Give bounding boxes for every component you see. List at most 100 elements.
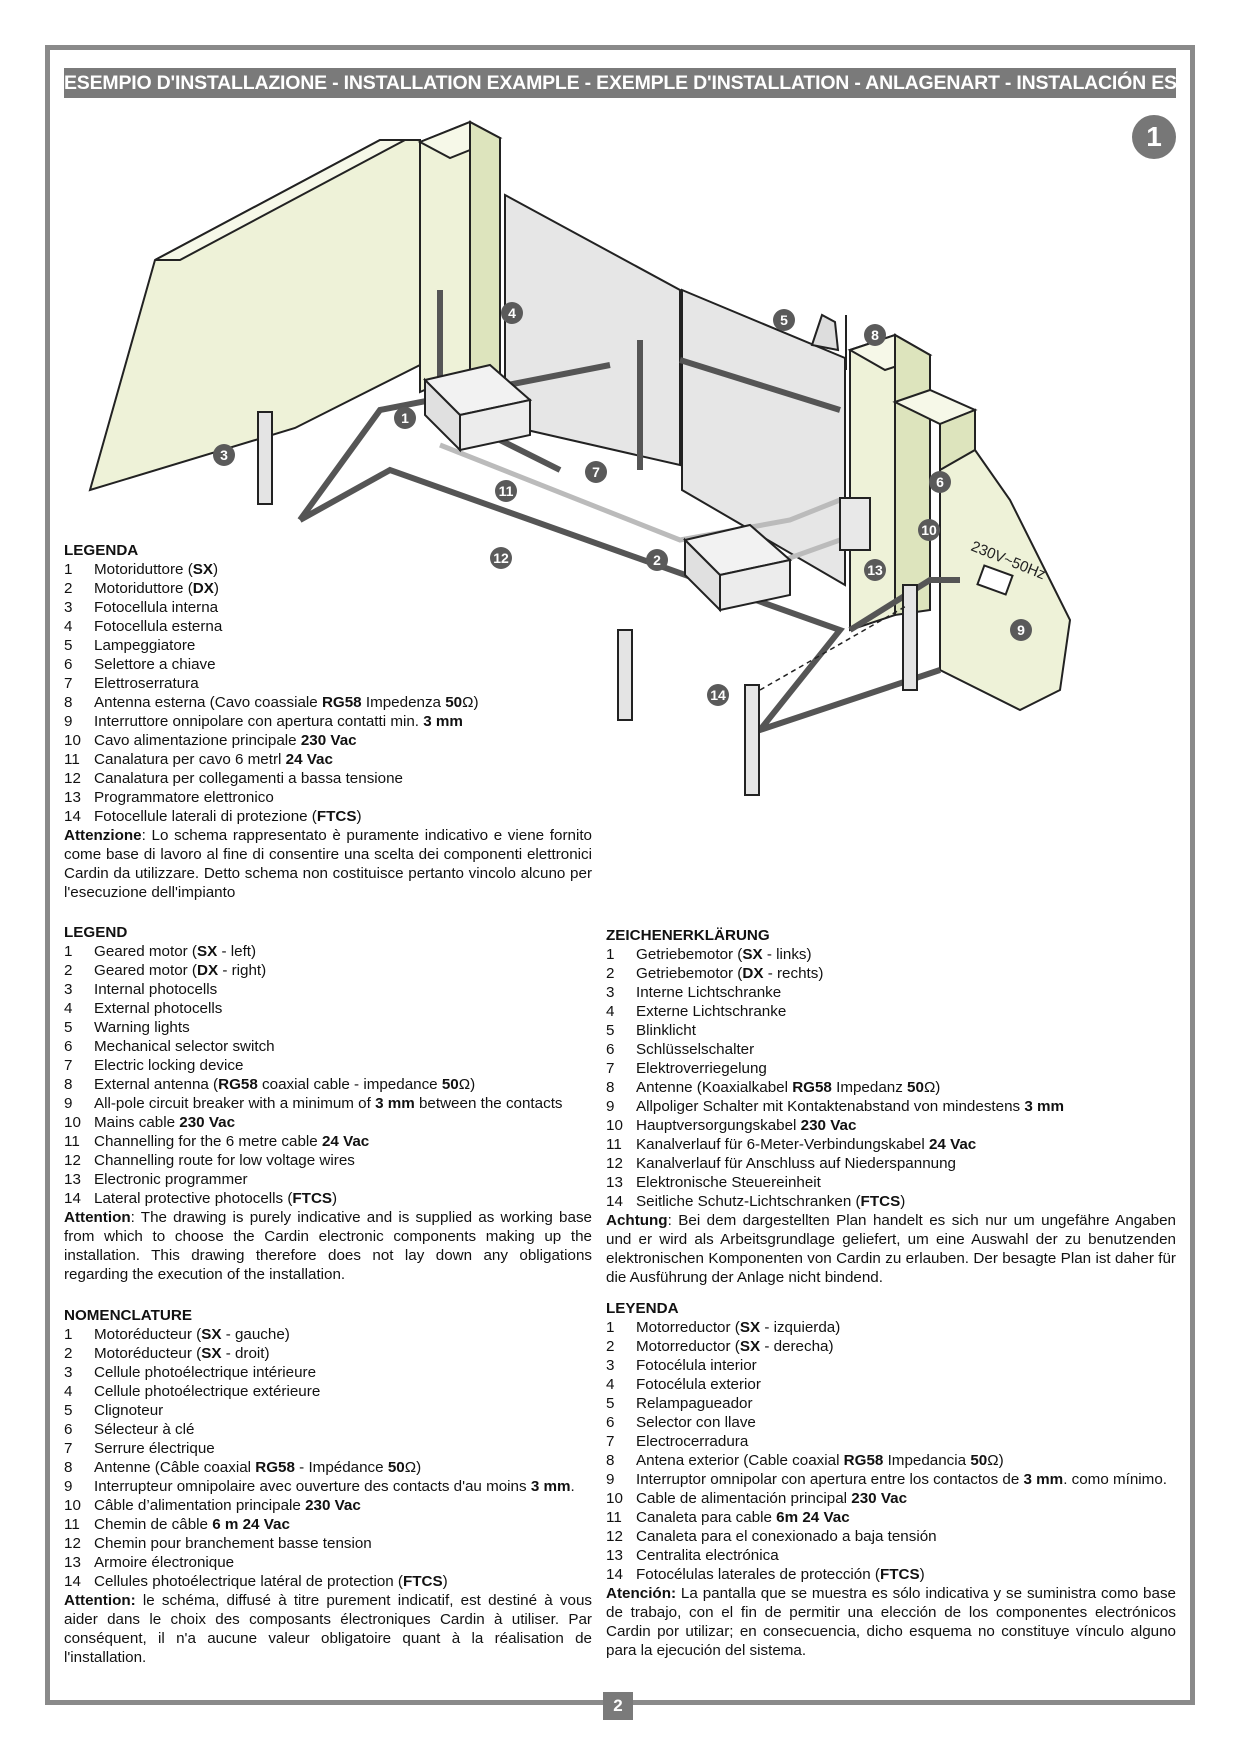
legend-attention: Attention: le schéma, diffusé à titre pu… (64, 1592, 592, 1666)
legend-item-text: Cable de alimentación principal 230 Vac (636, 1490, 908, 1507)
legend-item-text: Elektronische Steuereinheit (636, 1174, 821, 1191)
legend-item-text: Seitliche Schutz-Lichtschranken (FTCS) (636, 1193, 906, 1210)
legend-item-text: Centralita electrónica (636, 1547, 779, 1564)
svg-text:4: 4 (508, 305, 516, 321)
callout-11: 11 (495, 480, 517, 502)
legend-item-number: 13 (606, 1547, 623, 1564)
legend-item-number: 4 (64, 618, 73, 635)
legend-item-number: 11 (64, 1133, 80, 1150)
legend-item-number: 6 (606, 1414, 615, 1431)
legend-item-number: 10 (64, 1497, 81, 1514)
callout-13: 13 (864, 559, 886, 581)
legend-item-text: All-pole circuit breaker with a minimum … (94, 1095, 563, 1112)
svg-text:12: 12 (493, 550, 509, 566)
legend-item: 12 Chemin pour branchement basse tension (64, 1534, 592, 1553)
legend-item-number: 7 (606, 1433, 615, 1450)
legend-item-text: Schlüsselschalter (636, 1041, 755, 1058)
legend-item-text: Motoréducteur (SX - gauche) (94, 1326, 290, 1343)
legend-item-text: Fotocellula esterna (94, 618, 223, 635)
legend-item-number: 14 (64, 1190, 81, 1207)
legend-item-text: Motoriduttore (DX) (94, 580, 219, 597)
installation-illustration: 230V~50Hz 1 2 3 4 5 6 7 8 9 10 11 12 13 … (88, 120, 1072, 796)
legend-item-number: 8 (64, 694, 73, 711)
legend-item-text: Mechanical selector switch (94, 1038, 275, 1055)
legend-item-text: Channelling for the 6 metre cable 24 Vac (94, 1133, 370, 1150)
legend-item-text: Fotocélula interior (636, 1357, 757, 1374)
legend-item-number: 1 (64, 1326, 73, 1343)
legend-heading: NOMENCLATURE (64, 1307, 192, 1324)
legend-item-number: 9 (64, 713, 73, 730)
legend-item-number: 8 (606, 1452, 615, 1469)
legend-item-text: Lampeggiatore (94, 637, 196, 654)
left-wall (88, 139, 421, 492)
legend-item-number: 6 (64, 1421, 73, 1438)
legend-item-number: 5 (64, 637, 73, 654)
callout-14: 14 (707, 684, 729, 706)
legend-item-number: 1 (64, 943, 73, 960)
legend-item-text: External photocells (94, 1000, 223, 1017)
motor-box-2 (683, 523, 793, 613)
callout-2: 2 (646, 549, 668, 571)
legend-item: 12 Kanalverlauf für Anschluss auf Nieders… (606, 1154, 1176, 1173)
legend-item-text: Selector con llave (636, 1414, 756, 1431)
flasher (810, 313, 840, 352)
legend-item-text: Sélecteur à clé (94, 1421, 195, 1438)
svg-text:3: 3 (220, 447, 228, 463)
legend-item-number: 12 (606, 1155, 623, 1172)
legend-heading: LEGEND (64, 924, 128, 941)
legend-item-number: 2 (64, 1345, 73, 1362)
callout-1: 1 (394, 407, 416, 429)
legend-item-number: 12 (64, 1535, 81, 1552)
callout-8: 8 (864, 324, 886, 346)
legend-item-text: Cellules photoélectrique latéral de prot… (94, 1573, 448, 1590)
figure-number-badge: 1 (1132, 115, 1176, 159)
legend-item-text: Elektroverriegelung (636, 1060, 767, 1077)
legend-item-text: Motoriduttore (SX) (94, 561, 219, 578)
callout-6: 6 (929, 471, 951, 493)
legend-attention: Attention: The drawing is purely indicat… (64, 1209, 592, 1283)
legend-item-number: 7 (64, 675, 73, 692)
legend-item-text: Lateral protective photocells (FTCS) (94, 1190, 338, 1207)
legend-item-text: Fotocellule laterali di protezione (FTCS… (94, 808, 362, 825)
legend-item-number: 13 (64, 1171, 81, 1188)
legend-item-number: 12 (64, 770, 81, 787)
legend-item-number: 11 (64, 1516, 80, 1533)
legend-item-number: 7 (606, 1060, 615, 1077)
callout-3: 3 (213, 444, 235, 466)
legend-item-text: Canalatura per cavo 6 metrl 24 Vac (94, 751, 333, 768)
legend-item-text: Programmatore elettronico (94, 789, 274, 806)
legend-item-number: 12 (606, 1528, 623, 1545)
legend-item-text: Chemin pour branchement basse tension (94, 1535, 372, 1552)
legend-item-number: 14 (64, 1573, 81, 1590)
legend-item-text: Kanalverlauf für Anschluss auf Niederspa… (636, 1155, 956, 1172)
